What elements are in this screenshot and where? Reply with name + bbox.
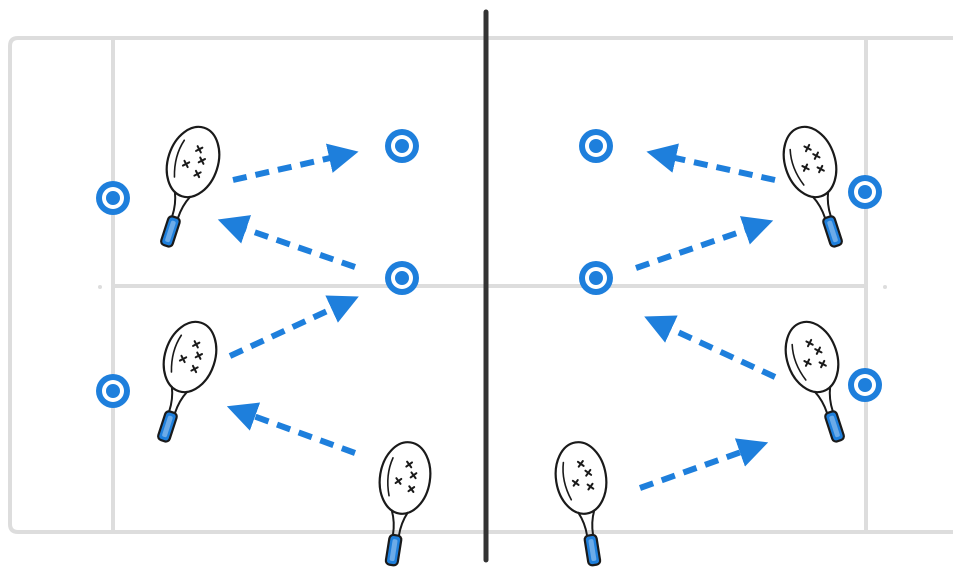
players	[157, 125, 845, 567]
tennis-racket-icon	[784, 320, 845, 443]
right-center-mark	[883, 285, 887, 289]
arrow-2	[217, 215, 356, 270]
target-marker-icon	[96, 181, 130, 215]
arrow-6	[635, 216, 774, 271]
target-marker-icon	[96, 374, 130, 408]
target-marker-icon	[848, 175, 882, 209]
arrow-1	[232, 143, 359, 183]
arrow-7	[644, 315, 777, 380]
target-marker-icon	[848, 368, 882, 402]
targets	[96, 129, 882, 408]
tennis-racket-icon	[782, 125, 843, 248]
arrow-3	[228, 295, 359, 359]
target-marker-icon	[579, 129, 613, 163]
tennis-racket-icon	[160, 125, 221, 248]
arrows	[217, 143, 777, 491]
tennis-racket-icon	[554, 441, 608, 567]
target-marker-icon	[385, 261, 419, 295]
arrow-4	[226, 402, 357, 456]
tennis-racket-icon	[378, 441, 432, 567]
target-marker-icon	[579, 261, 613, 295]
court-outline	[8, 36, 953, 534]
arrow-5	[646, 143, 776, 183]
tennis-racket-icon	[157, 320, 218, 443]
left-center-mark	[98, 285, 102, 289]
target-marker-icon	[385, 129, 419, 163]
arrow-8	[638, 438, 769, 491]
court-lines	[8, 36, 953, 534]
